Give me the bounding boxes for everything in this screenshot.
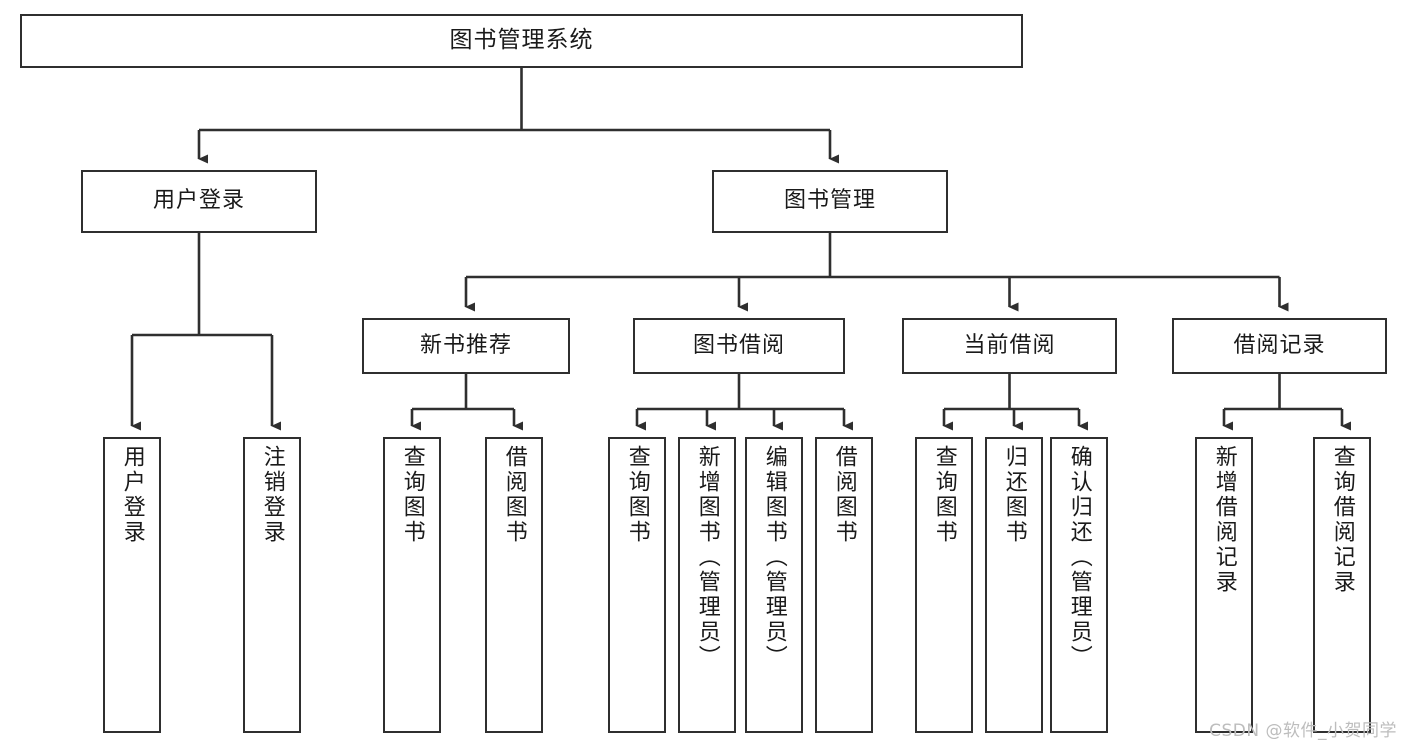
node-label-wrap: 借阅图书 bbox=[487, 445, 541, 545]
node-label: 归还图书 bbox=[1001, 445, 1027, 545]
node-label-wrap: 新增图书（管理员） bbox=[680, 445, 734, 670]
node-borrow-record[interactable]: 借阅记录 bbox=[1172, 318, 1387, 374]
node-leaf-confirm-return-admin[interactable]: 确认归还（管理员） bbox=[1050, 437, 1108, 733]
node-label-wrap: 注销登录 bbox=[245, 445, 299, 545]
node-label-wrap: 查询图书 bbox=[610, 445, 664, 545]
node-label-wrap: 借阅图书 bbox=[817, 445, 871, 545]
node-label: 新书推荐 bbox=[419, 332, 512, 358]
node-leaf-add-borrow-record[interactable]: 新增借阅记录 bbox=[1195, 437, 1253, 733]
node-label: 确认归还（管理员） bbox=[1066, 445, 1092, 670]
node-label-wrap: 查询图书 bbox=[385, 445, 439, 545]
node-user-login[interactable]: 用户登录 bbox=[81, 170, 317, 233]
node-book-borrow[interactable]: 图书借阅 bbox=[633, 318, 845, 374]
node-label-wrap: 归还图书 bbox=[987, 445, 1041, 545]
node-root-图书管理系统[interactable]: 图书管理系统 bbox=[20, 14, 1023, 68]
node-label: 用户登录 bbox=[119, 445, 145, 545]
node-label: 图书管理系统 bbox=[449, 27, 594, 54]
node-leaf-query-borrow-record[interactable]: 查询借阅记录 bbox=[1313, 437, 1371, 733]
node-label: 当前借阅 bbox=[963, 332, 1056, 358]
node-label: 借阅图书 bbox=[831, 445, 857, 545]
node-leaf-borrow-book-2[interactable]: 借阅图书 bbox=[815, 437, 873, 733]
node-label: 查询图书 bbox=[624, 445, 650, 545]
node-label: 图书管理 bbox=[783, 188, 876, 214]
node-label-wrap: 查询借阅记录 bbox=[1315, 445, 1369, 595]
node-label: 查询借阅记录 bbox=[1329, 445, 1355, 595]
node-label: 借阅记录 bbox=[1233, 332, 1326, 358]
node-label: 借阅图书 bbox=[501, 445, 527, 545]
node-leaf-return-book[interactable]: 归还图书 bbox=[985, 437, 1043, 733]
node-label-wrap: 编辑图书（管理员） bbox=[747, 445, 801, 670]
node-current-borrow[interactable]: 当前借阅 bbox=[902, 318, 1117, 374]
node-label: 图书借阅 bbox=[692, 332, 785, 358]
node-leaf-edit-book-admin[interactable]: 编辑图书（管理员） bbox=[745, 437, 803, 733]
node-label: 编辑图书（管理员） bbox=[761, 445, 787, 670]
node-label: 查询图书 bbox=[931, 445, 957, 545]
node-leaf-user-logout[interactable]: 注销登录 bbox=[243, 437, 301, 733]
node-label-wrap: 查询图书 bbox=[917, 445, 971, 545]
node-new-book-recommend[interactable]: 新书推荐 bbox=[362, 318, 570, 374]
node-book-manage[interactable]: 图书管理 bbox=[712, 170, 948, 233]
node-label: 新增借阅记录 bbox=[1211, 445, 1237, 595]
node-leaf-add-book-admin[interactable]: 新增图书（管理员） bbox=[678, 437, 736, 733]
node-leaf-query-book-1[interactable]: 查询图书 bbox=[383, 437, 441, 733]
node-leaf-borrow-book-1[interactable]: 借阅图书 bbox=[485, 437, 543, 733]
node-label-wrap: 新增借阅记录 bbox=[1197, 445, 1251, 595]
node-leaf-user-login[interactable]: 用户登录 bbox=[103, 437, 161, 733]
node-label: 注销登录 bbox=[259, 445, 285, 545]
node-label-wrap: 确认归还（管理员） bbox=[1052, 445, 1106, 670]
node-label: 用户登录 bbox=[152, 188, 245, 214]
node-label-wrap: 用户登录 bbox=[105, 445, 159, 545]
node-label: 查询图书 bbox=[399, 445, 425, 545]
node-label: 新增图书（管理员） bbox=[694, 445, 720, 670]
node-leaf-query-book-3[interactable]: 查询图书 bbox=[915, 437, 973, 733]
node-leaf-query-book-2[interactable]: 查询图书 bbox=[608, 437, 666, 733]
